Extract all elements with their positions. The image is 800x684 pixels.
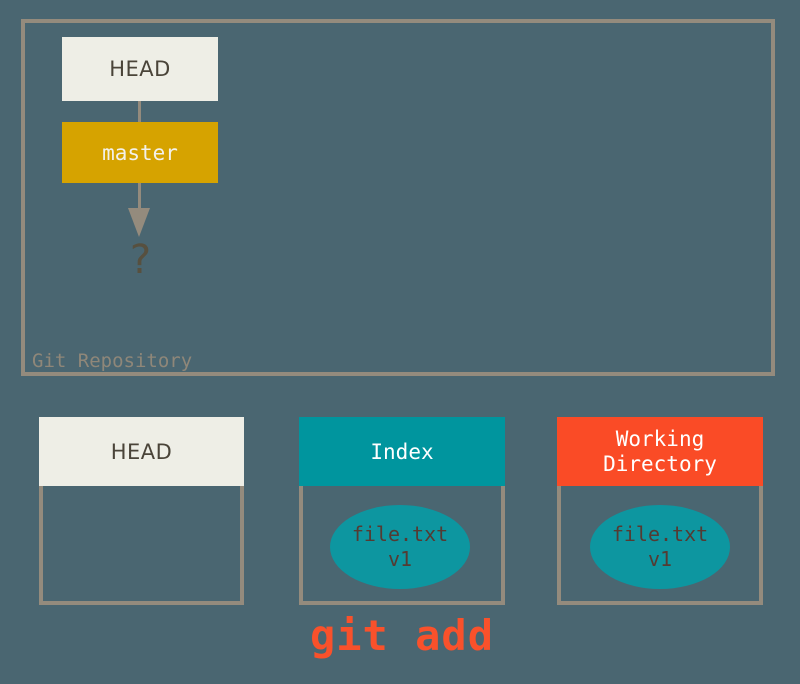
index-file-name: file.txt	[351, 522, 449, 546]
area-index-header: Index	[299, 417, 505, 486]
area-index-body	[299, 486, 505, 605]
area-index-title: Index	[370, 439, 434, 464]
repo-head-label: HEAD	[109, 57, 171, 81]
index-file-blob: file.txt v1	[330, 505, 470, 589]
arrow-head-icon	[128, 208, 150, 237]
area-working-directory-title-line-2: Directory	[603, 451, 717, 476]
repo-head-box: HEAD	[62, 37, 218, 101]
area-head-header: HEAD	[39, 417, 244, 486]
area-head-title: HEAD	[110, 439, 173, 464]
working-directory-file-blob: file.txt v1	[590, 505, 730, 589]
connector-head-to-master	[138, 101, 141, 123]
area-head-body	[39, 486, 244, 605]
repo-branch-master-label: master	[102, 140, 178, 165]
connector-master-to-unknown	[138, 183, 141, 211]
area-working-directory-body	[557, 486, 763, 605]
unknown-commit-question-mark: ?	[127, 237, 153, 283]
area-working-directory-title-line-1: Working	[615, 426, 705, 451]
working-directory-file-name: file.txt	[611, 522, 709, 546]
git-repository-frame	[21, 19, 775, 376]
working-directory-file-version: v1	[647, 547, 673, 571]
command-caption: git add	[309, 611, 494, 660]
area-working-directory-header: Working Directory	[557, 417, 763, 486]
index-file-version: v1	[387, 547, 413, 571]
git-repository-label: Git Repository	[32, 350, 193, 372]
repo-branch-master-box: master	[62, 122, 218, 183]
